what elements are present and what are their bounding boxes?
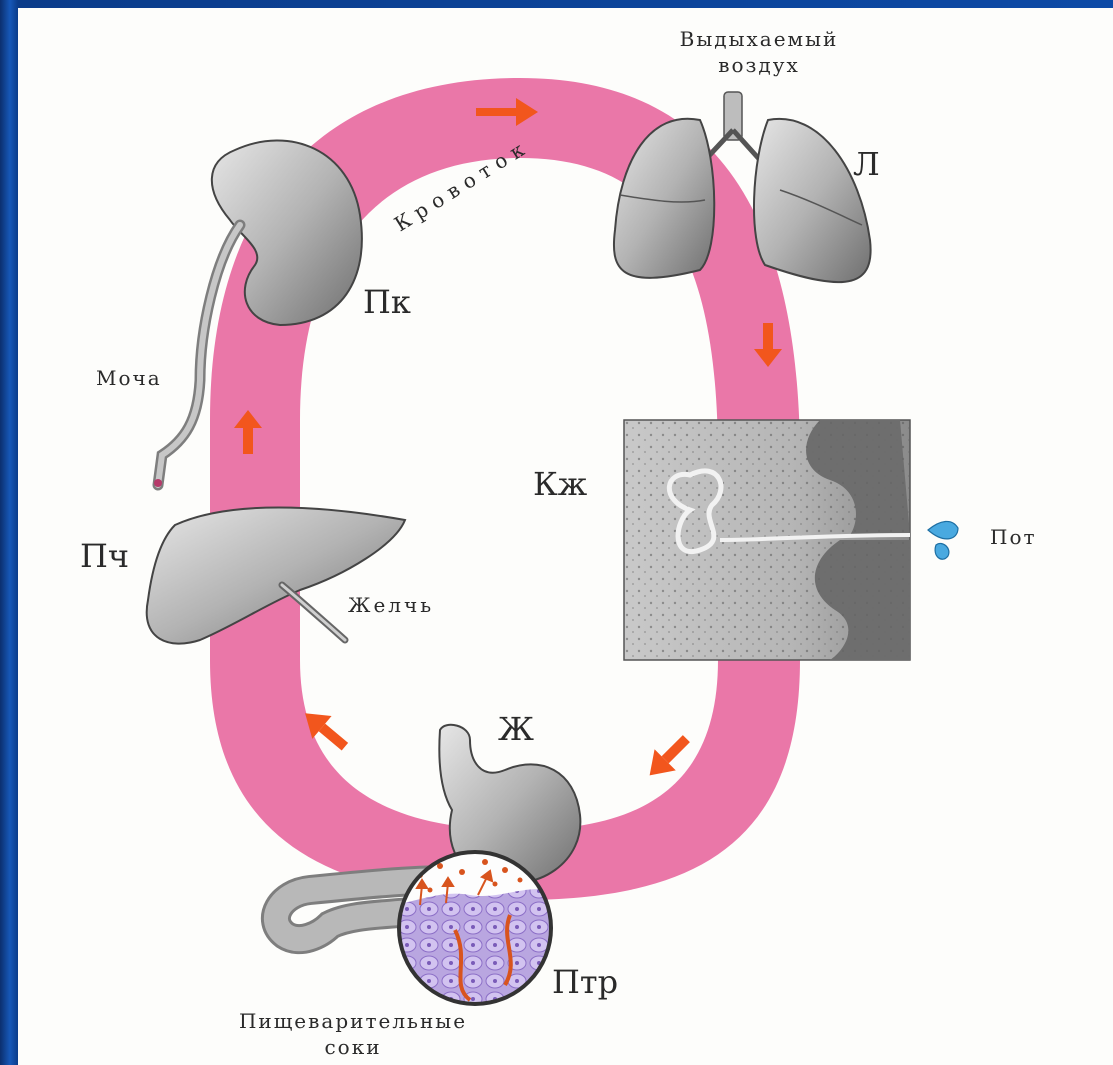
label-intestine: Птр [552, 963, 618, 1001]
label-skin: Кж [533, 465, 588, 503]
label-exhaled-air-line1: Выдыхаемый [680, 27, 839, 51]
label-urine: Моча [96, 366, 162, 390]
label-exhaled-air-line2: воздух [718, 53, 800, 77]
label-bile: Желчь [348, 593, 434, 617]
label-lungs: Л [853, 145, 880, 183]
sweat-drops-icon [928, 521, 958, 559]
label-digestive-juices-line1: Пищеварительные [239, 1009, 467, 1033]
label-liver: Пч [80, 537, 129, 575]
label-kidney: Пк [363, 283, 411, 321]
skin-section-illustration [624, 420, 910, 660]
label-sweat: Пот [990, 525, 1037, 549]
label-stomach: Ж [498, 710, 534, 748]
label-digestive-juices-line2: соки [324, 1035, 381, 1059]
